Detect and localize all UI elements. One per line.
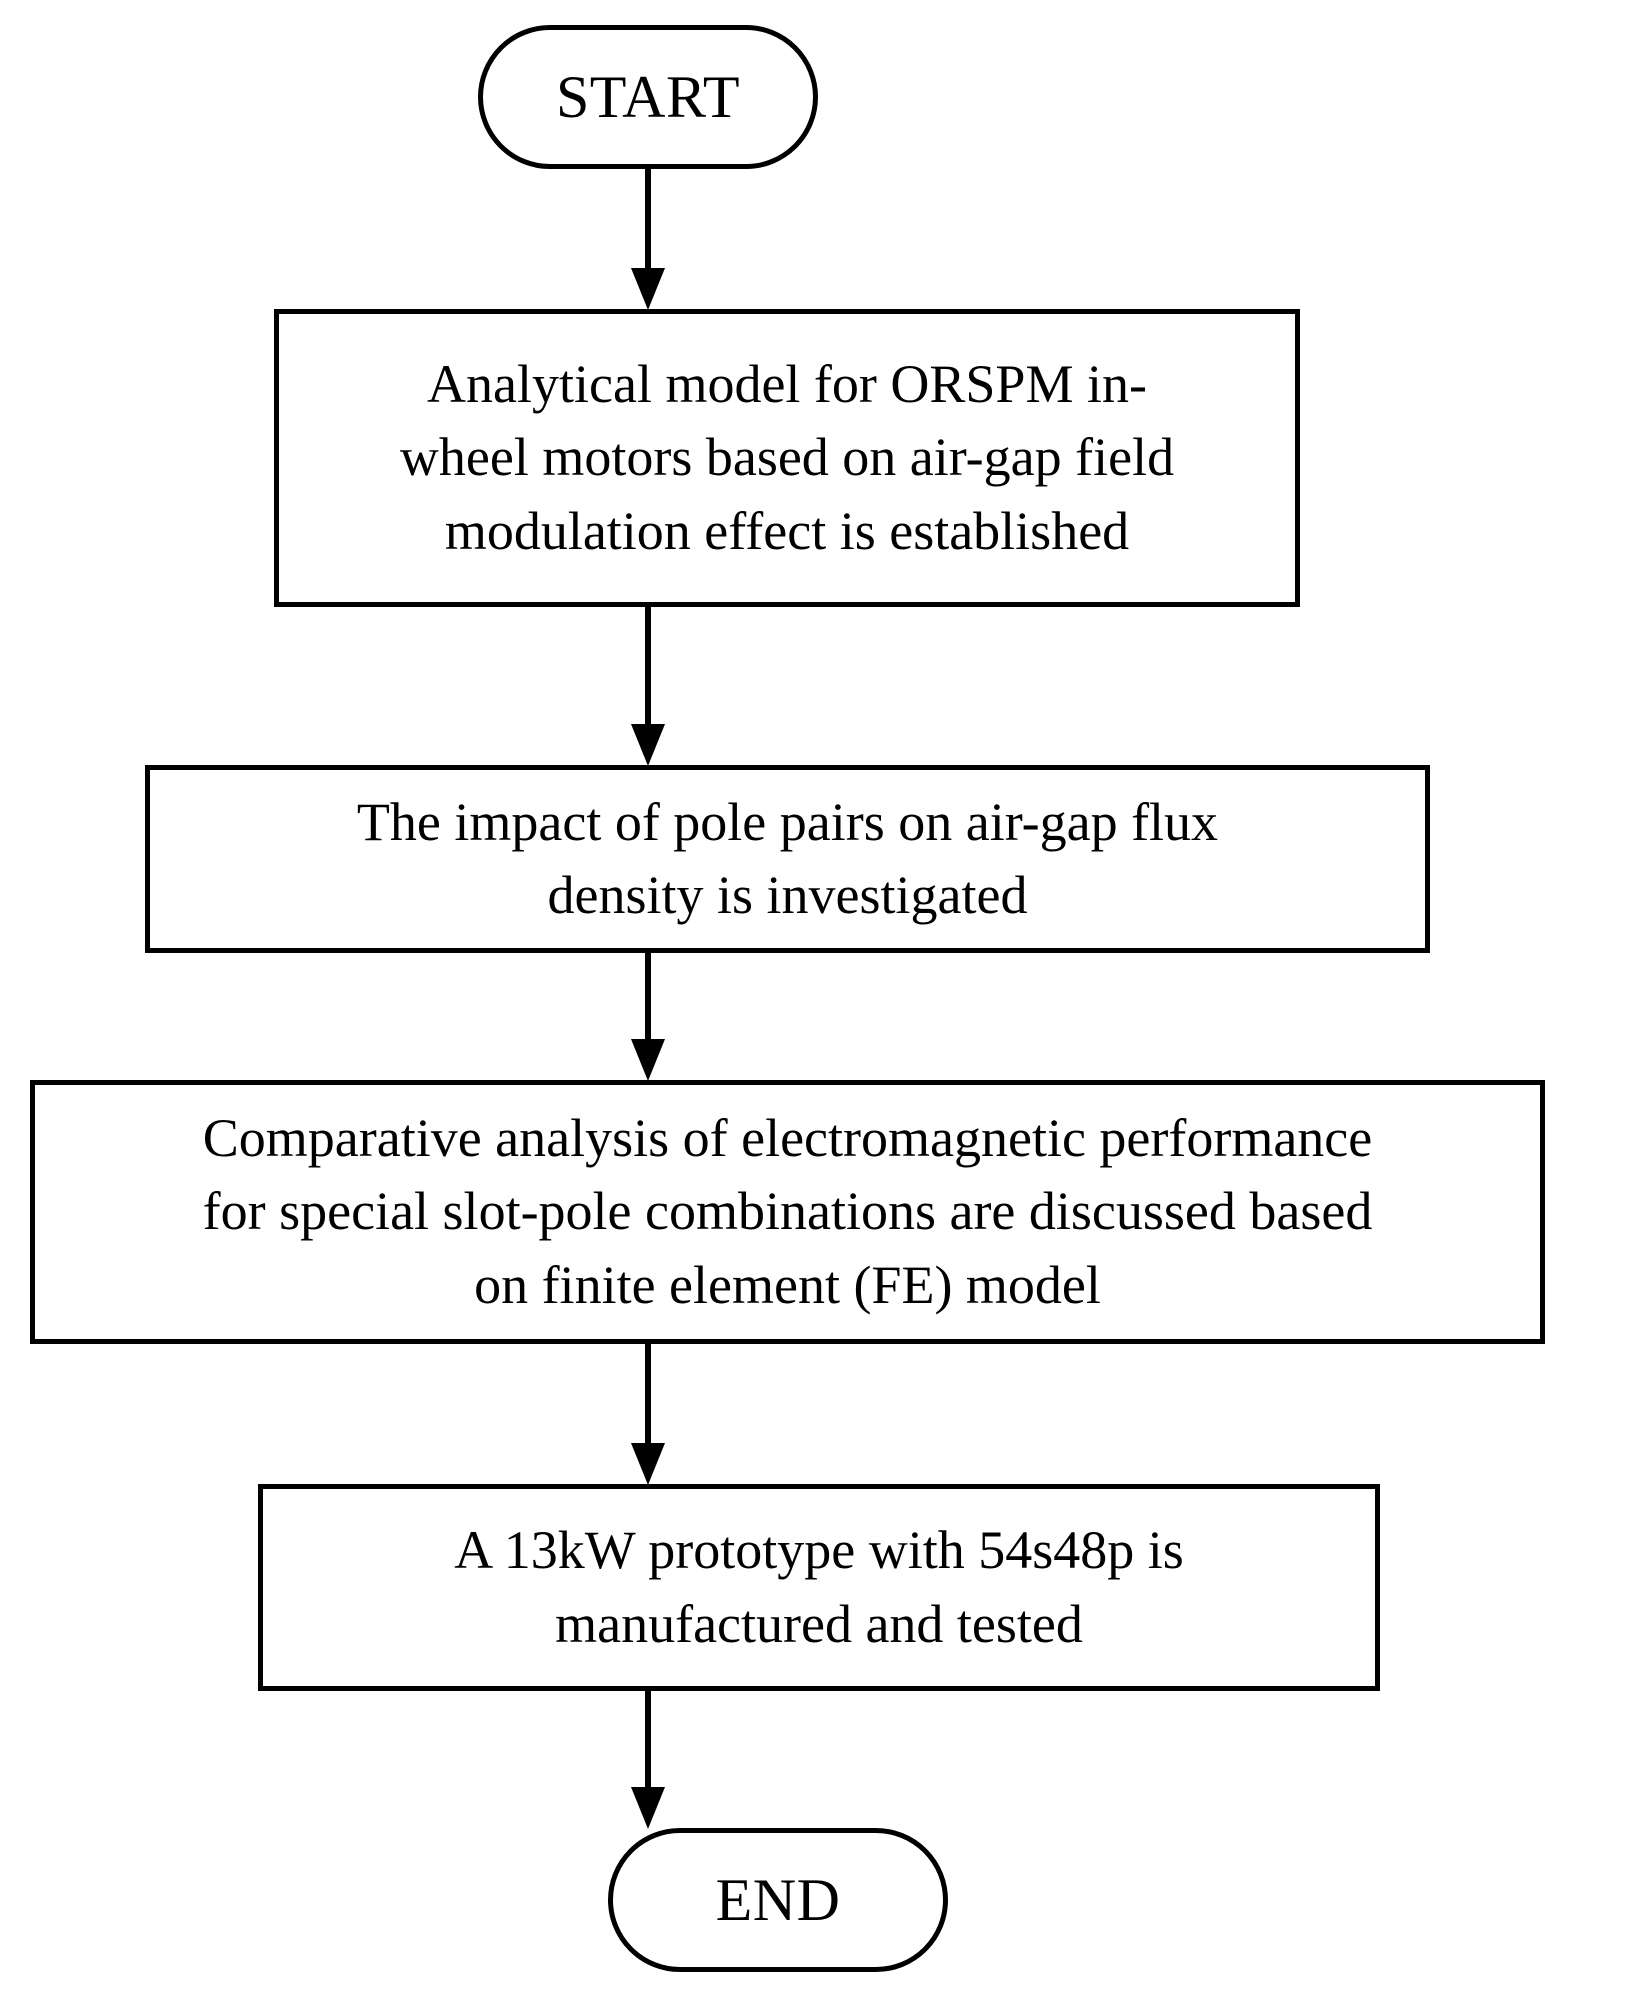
node-start-label: START: [555, 64, 741, 130]
connector-step3-to-step4: [631, 1344, 665, 1485]
node-step2-label: The impact of pole pairs on air-gap flux…: [356, 791, 1219, 925]
connector-step2-to-step3: [631, 953, 665, 1081]
node-step1-label: Analytical model for ORSPM in- wheel mot…: [399, 353, 1175, 561]
flowchart-node-start: START: [478, 25, 818, 169]
connector-step4-to-end: [631, 1691, 665, 1829]
node-step4-label: A 13kW prototype with 54s48p is manufact…: [454, 1520, 1184, 1654]
node-step3-label: Comparative analysis of electromagnetic …: [202, 1107, 1373, 1315]
flowchart-node-step3: Comparative analysis of electromagnetic …: [30, 1080, 1545, 1344]
flowchart-node-end: END: [608, 1828, 948, 1972]
arrowhead-down-icon: [631, 724, 665, 766]
arrowhead-down-icon: [631, 268, 665, 310]
arrowhead-down-icon: [631, 1039, 665, 1081]
node-end-label: END: [715, 1867, 841, 1933]
connector-shaft: [645, 953, 651, 1039]
connector-shaft: [645, 607, 651, 724]
flowchart-node-step4: A 13kW prototype with 54s48p is manufact…: [258, 1484, 1380, 1691]
connector-start-to-step1: [631, 169, 665, 310]
flowchart-node-step1: Analytical model for ORSPM in- wheel mot…: [274, 309, 1300, 607]
flowchart-node-step2: The impact of pole pairs on air-gap flux…: [145, 765, 1430, 953]
connector-shaft: [645, 1691, 651, 1787]
connector-shaft: [645, 1344, 651, 1443]
connector-step1-to-step2: [631, 607, 665, 766]
arrowhead-down-icon: [631, 1787, 665, 1829]
connector-shaft: [645, 169, 651, 268]
arrowhead-down-icon: [631, 1443, 665, 1485]
